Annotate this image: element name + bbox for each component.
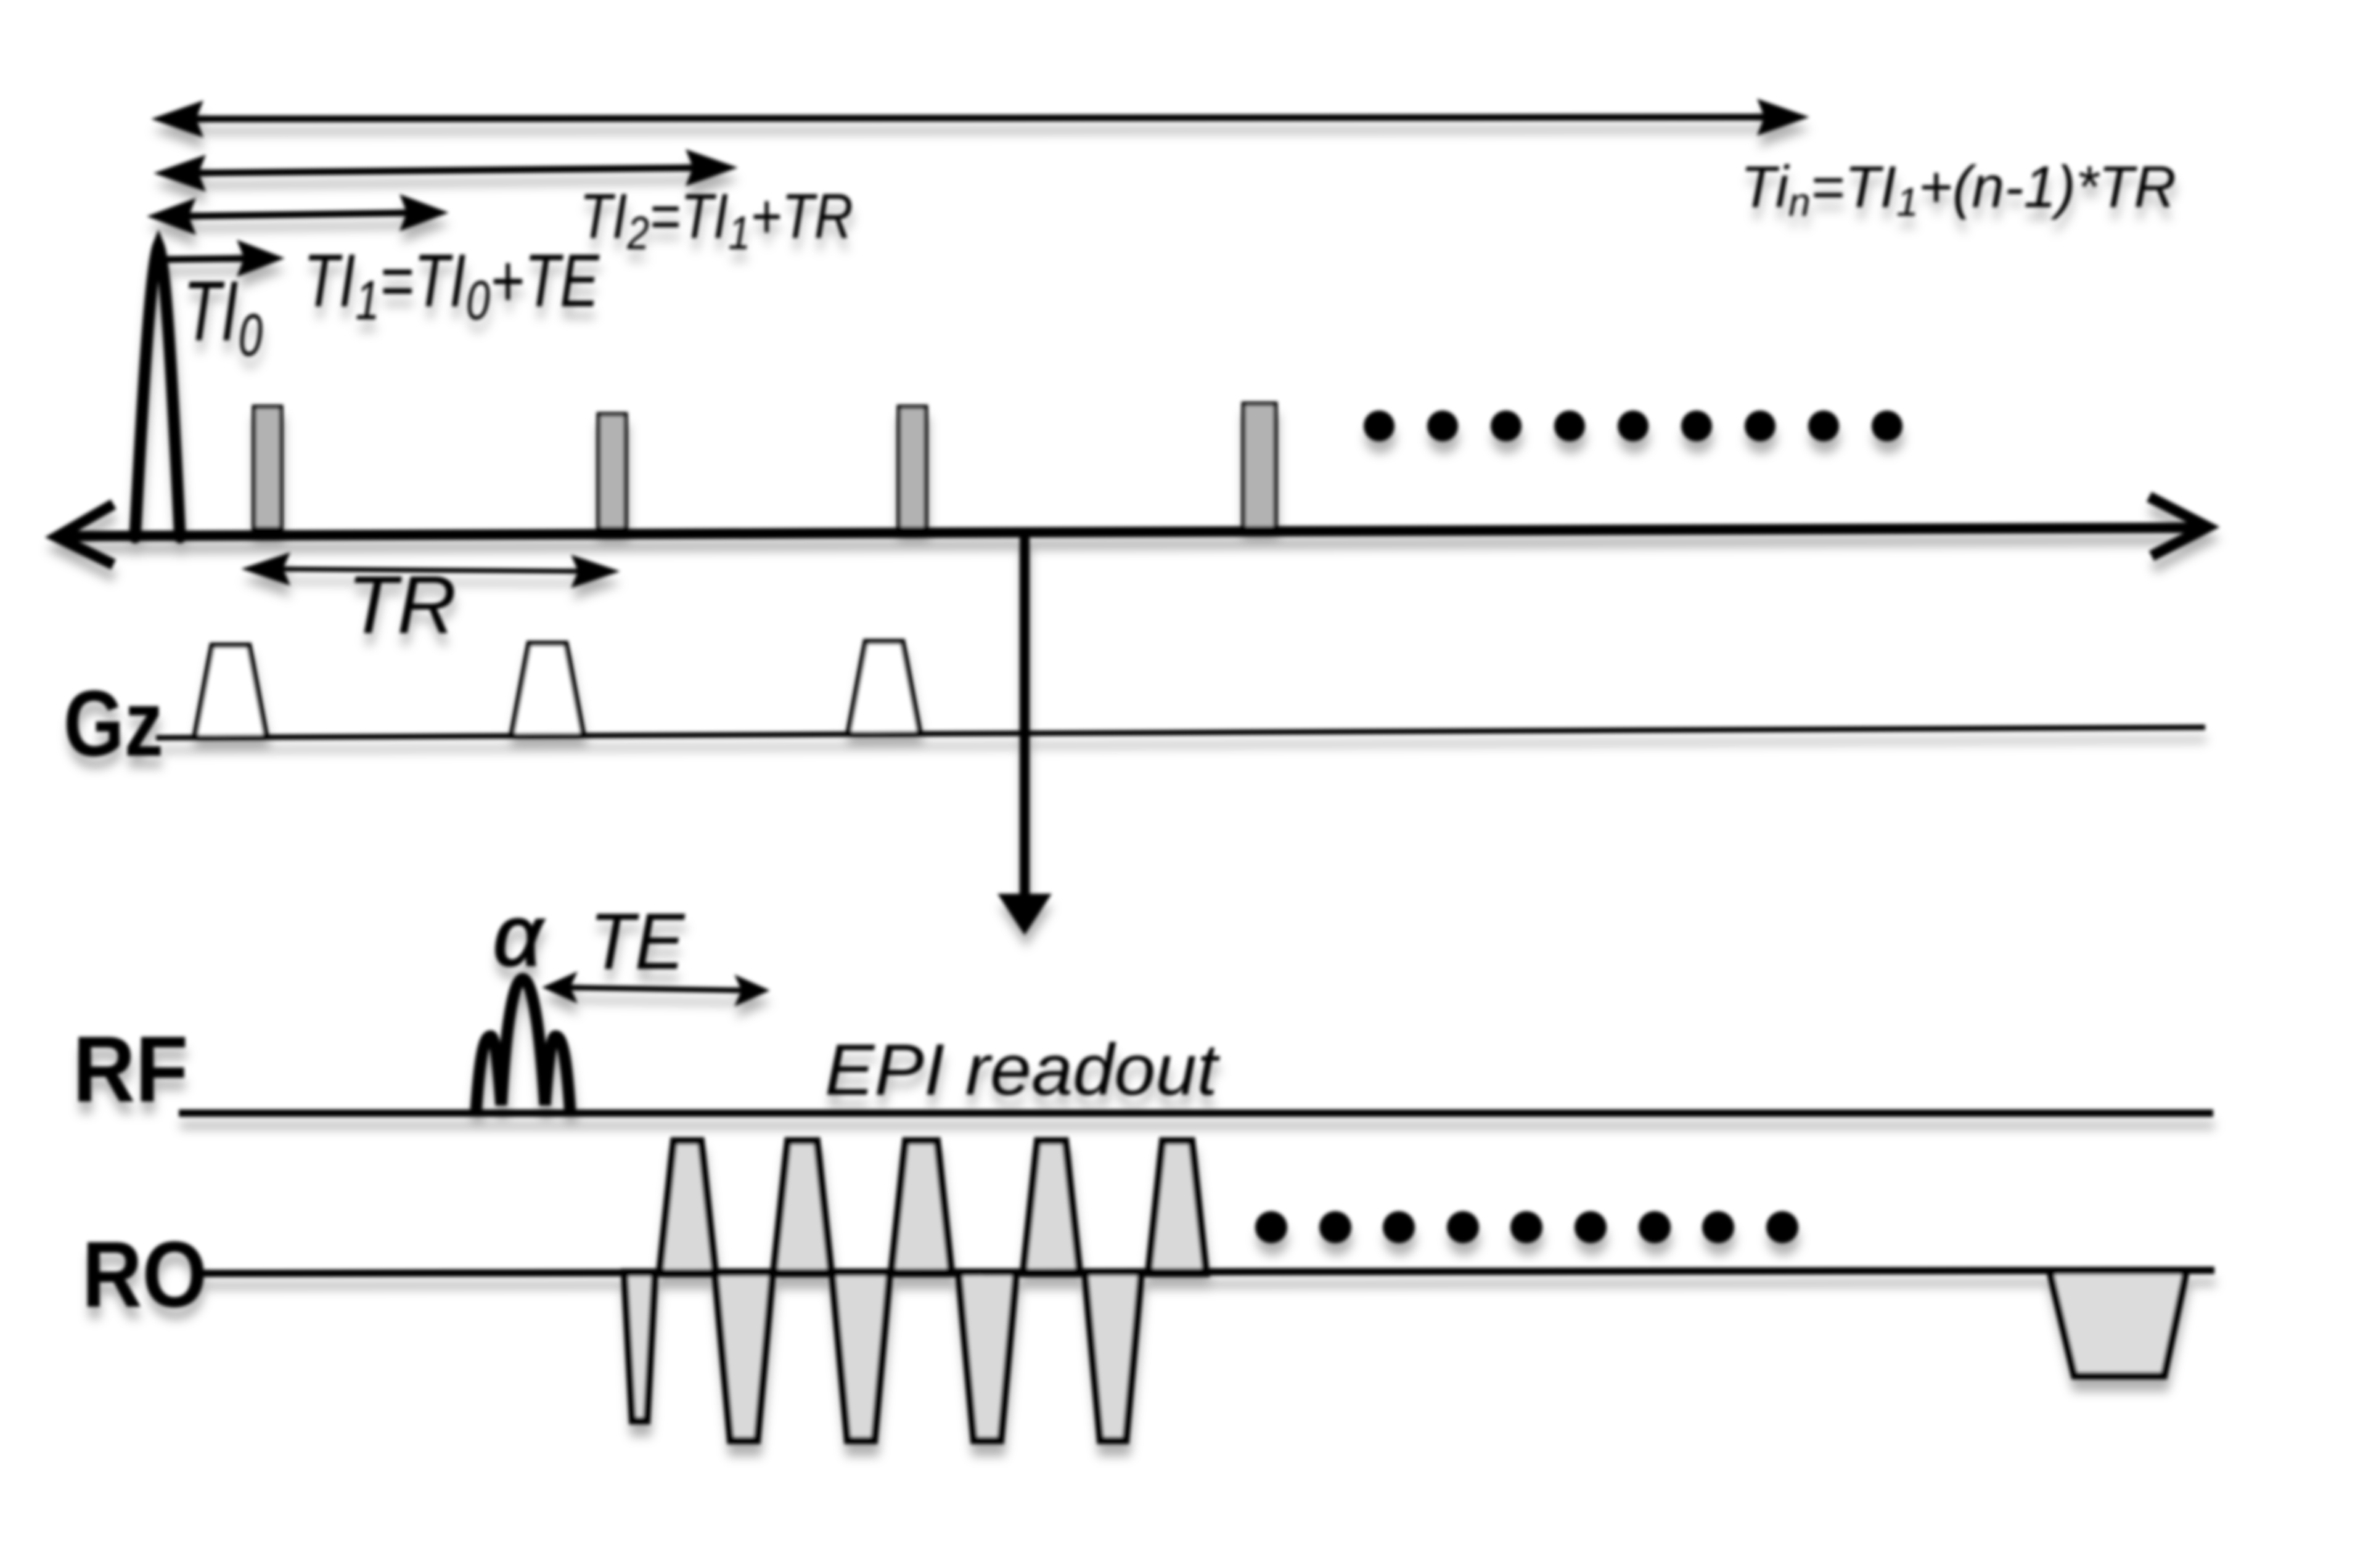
- svg-text:TI1​=TI0​+TE: TI1​=TI0​+TE: [303, 239, 600, 332]
- svg-text:RO: RO: [82, 1223, 207, 1327]
- svg-text:TR: TR: [347, 560, 456, 651]
- svg-text:RF: RF: [73, 1017, 188, 1122]
- svg-text:α: α: [493, 887, 545, 984]
- svg-text:TI2​=TI1​+TR: TI2​=TI1​+TR: [580, 181, 853, 259]
- svg-text:Tin​=TI1​+(n-1)*TR: Tin​=TI1​+(n-1)*TR: [1740, 154, 2176, 224]
- svg-text:TI0​: TI0​: [183, 263, 263, 368]
- svg-text:TE: TE: [589, 896, 686, 986]
- svg-text:EPI readout: EPI readout: [825, 1029, 1221, 1111]
- svg-text:Gz: Gz: [63, 671, 163, 776]
